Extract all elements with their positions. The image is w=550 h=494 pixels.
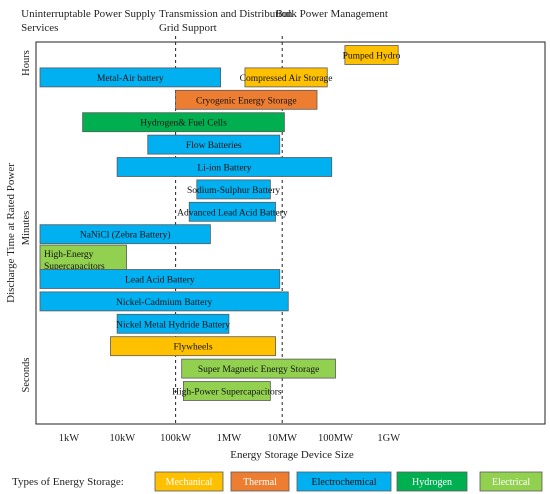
- x-tick-100mw: 100MW: [318, 433, 353, 444]
- legend-label-hydrogen: Hydrogen: [412, 477, 452, 488]
- x-tick-1gw: 1GW: [377, 433, 400, 444]
- legend-swatch-thermal: [230, 471, 290, 492]
- bar-label-pumped-hydro: Pumped Hydro: [343, 52, 401, 62]
- x-tick-1kw: 1kW: [59, 433, 80, 444]
- bar-super-magnetic-energy-storage: [181, 358, 336, 379]
- bar-label-compressed-air-storage: Compressed Air Storage: [240, 74, 333, 84]
- bar-flow-batteries: [147, 134, 281, 155]
- legend-swatch-electrical: [479, 471, 543, 492]
- legend-swatch-electrochemical: [296, 471, 392, 492]
- y-category-hours: Hours: [21, 50, 32, 76]
- legend-item-mechanical: Mechanical: [154, 471, 224, 492]
- bar-label-nickel-metal-hydride-battery: Nickel Metal Hydride Battery: [116, 320, 230, 330]
- y-category-minutes: Minutes: [21, 211, 32, 245]
- bar-label-advanced-lead-acid-battery: Advanced Lead Acid Battery: [177, 208, 288, 218]
- bar-label-cryogenic-energy-storage: Cryogenic Energy Storage: [196, 96, 297, 106]
- bar-lead-acid-battery: [39, 269, 281, 289]
- region-label-bulk-power-management: Bulk Power Management: [275, 8, 387, 20]
- bar-label-li-ion-battery: Li-ion Battery: [197, 164, 251, 174]
- bar-label-high-power-supercapacitors: High-Power Supercapacitors: [172, 388, 282, 398]
- legend-item-electrical: Electrical: [479, 471, 543, 492]
- legend-label-electrochemical: Electrochemical: [312, 477, 377, 488]
- bar-nickel-cadmium-battery: [39, 291, 289, 312]
- legend-label-thermal: Thermal: [243, 477, 277, 488]
- y-category-seconds: Seconds: [21, 358, 32, 393]
- legend-item-electrochemical: Electrochemical: [296, 471, 392, 492]
- bar-cryogenic-energy-storage: [175, 89, 318, 110]
- bar-li-ion-battery: [116, 157, 333, 177]
- x-axis-title: Energy Storage Device Size: [230, 449, 354, 461]
- x-tick-10kw: 10kW: [109, 433, 135, 444]
- bar-metal-air-battery: [39, 67, 222, 88]
- bar-sodium-sulphur-battery: [196, 179, 271, 200]
- x-tick-100kw: 100kW: [160, 433, 191, 444]
- bar-label-flow-batteries: Flow Batteries: [186, 141, 242, 151]
- bar-compressed-air-storage: [244, 67, 328, 88]
- x-tick-1mw: 1MW: [217, 433, 242, 444]
- legend-swatch-mechanical: [154, 471, 224, 492]
- legend-swatch-hydrogen: [396, 471, 468, 492]
- legend-item-thermal: Thermal: [230, 471, 290, 492]
- legend-title: Types of Energy Storage:: [12, 476, 124, 488]
- legend-item-hydrogen: Hydrogen: [396, 471, 468, 492]
- bar-label-nickel-cadmium-battery: Nickel-Cadmium Battery: [116, 298, 213, 308]
- bar-label-hydrogen-fuel-cells: Hydrogen& Fuel Cells: [140, 119, 227, 129]
- bar-high-power-supercapacitors: [182, 381, 271, 401]
- bar-label-sodium-sulphur-battery: Sodium-Sulphur Battery: [187, 186, 280, 196]
- legend: Types of Energy Storage: Mechanical Therma…: [12, 471, 543, 492]
- legend-label-mechanical: Mechanical: [166, 477, 213, 488]
- bar-label-nanicl-zebra-battery: NaNiCl (Zebra Battery): [80, 230, 171, 241]
- legend-label-electrical: Electrical: [492, 477, 531, 488]
- plot-frame: [35, 41, 546, 425]
- bar-label-lead-acid-battery: Lead Acid Battery: [125, 276, 195, 286]
- bar-nanicl-zebra-battery: [39, 224, 211, 245]
- y-axis-title: Discharge Time at Rated Power: [5, 163, 17, 303]
- x-tick-10mw: 10MW: [267, 433, 297, 444]
- bar-flywheels: [110, 336, 276, 357]
- bar-nickel-metal-hydride-battery: [116, 313, 230, 334]
- plot-border: [35, 41, 546, 425]
- bar-label-metal-air-battery: Metal-Air battery: [97, 74, 164, 84]
- y-axis: Discharge Time at Rated Power HoursMinute…: [5, 50, 32, 392]
- bar-hydrogen-fuel-cells: [82, 112, 285, 133]
- bar-label-super-magnetic-energy-storage: Super Magnetic Energy Storage: [198, 365, 319, 375]
- bar-pumped-hydro: [344, 45, 399, 65]
- bar-label-flywheels: Flywheels: [173, 343, 212, 353]
- x-axis: 1kW 10kW 100kW 1MW 10MW 100MW 1GW Energy Storag…: [59, 433, 400, 461]
- bar-advanced-lead-acid-battery: [188, 201, 276, 222]
